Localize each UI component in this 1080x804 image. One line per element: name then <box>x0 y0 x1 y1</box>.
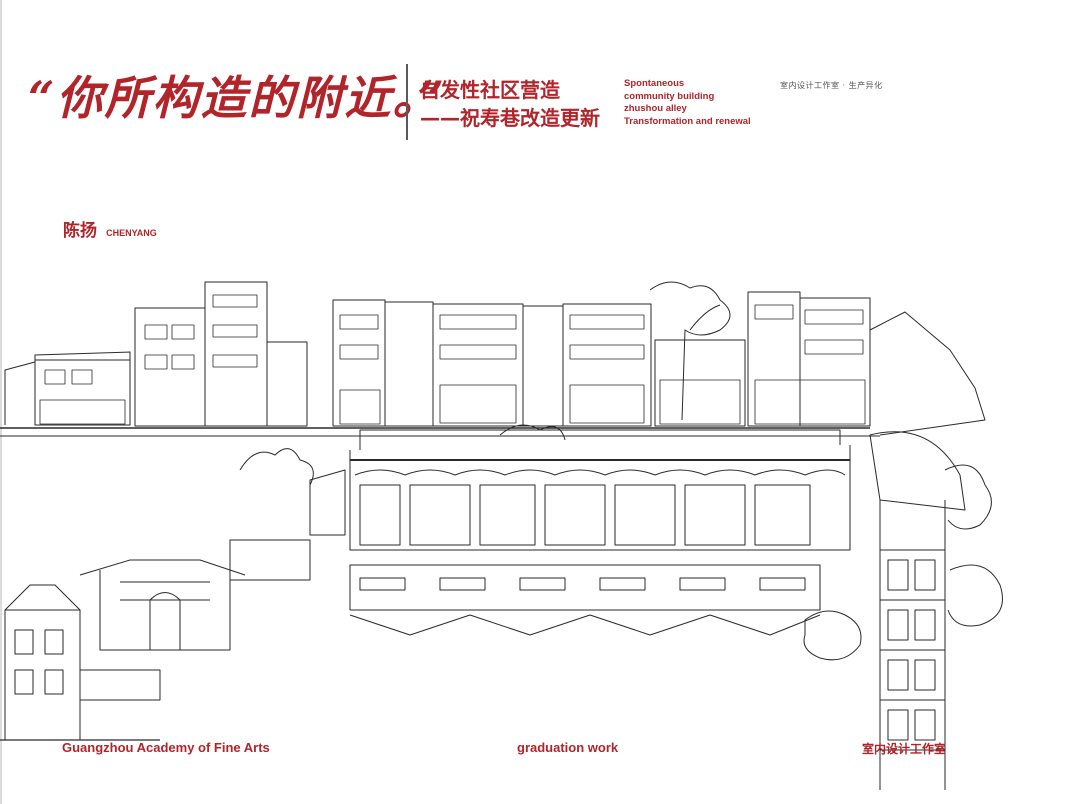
left-house <box>0 584 161 741</box>
subtitle-en-line2: community building <box>624 90 715 102</box>
subtitle-en-line1: Spontaneous <box>624 78 685 89</box>
author: 陈扬 CHENYANG <box>63 216 157 241</box>
title-divider <box>406 64 408 140</box>
street-sketch-illustration <box>0 281 1003 790</box>
project-title: “你所构造的附近。” <box>28 71 446 125</box>
subtitle-en-line4: Transformation and renewal <box>624 115 751 127</box>
school-name: Guangzhou Academy of Fine Arts <box>62 740 270 755</box>
subtitle-en-line3: zhushou alley <box>624 103 687 114</box>
subtitle-chinese: 自发性社区营造 ——祝寿巷改造更新 <box>420 76 600 132</box>
subtitle-cn-line1: 自发性社区营造 <box>420 78 560 102</box>
subtitle-english: Spontaneous community building zhushou a… <box>624 78 751 128</box>
studio-footer-label: 室内设计工作室 <box>862 742 947 756</box>
upper-trees <box>649 281 731 421</box>
graduation-work-label: graduation work <box>517 740 619 755</box>
central-market <box>349 424 851 636</box>
left-temple <box>79 448 346 651</box>
author-name-cn: 陈扬 <box>63 221 97 241</box>
upper-street-buildings <box>0 281 986 437</box>
subtitle-cn-line2: ——祝寿巷改造更新 <box>420 106 600 130</box>
corner-building <box>869 431 1003 790</box>
page-edge <box>0 0 2 804</box>
bottom-trees <box>803 610 862 661</box>
author-name-en: CHENYANG <box>106 228 157 238</box>
upper-windows <box>39 294 866 425</box>
studio-label: 室内设计工作室 · 生产异化 <box>780 81 883 90</box>
